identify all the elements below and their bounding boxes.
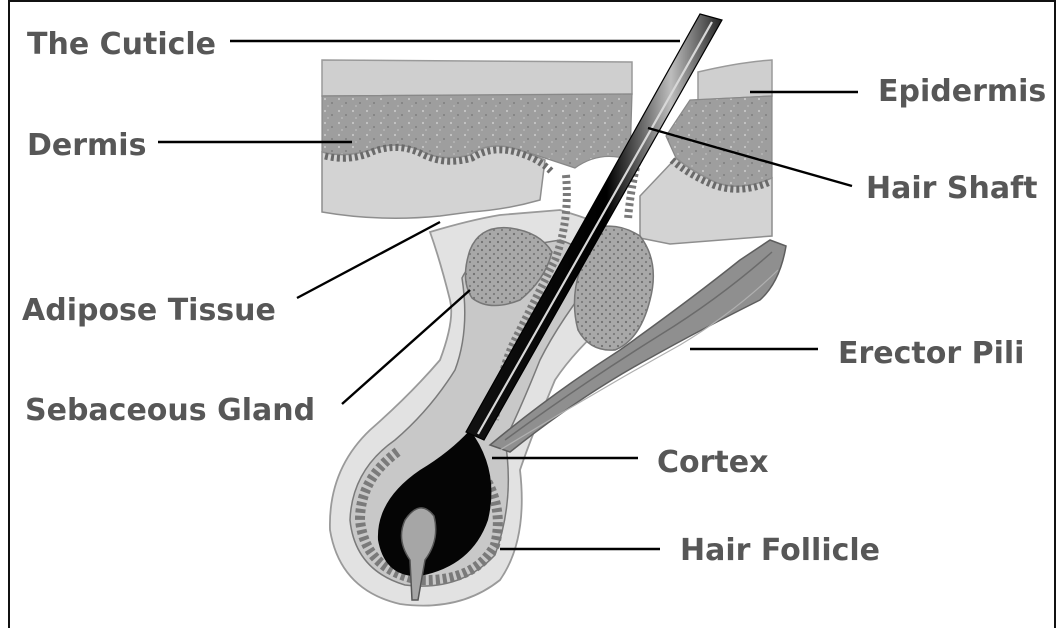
- label-hair-follicle: Hair Follicle: [680, 533, 880, 568]
- label-dermis: Dermis: [27, 128, 146, 163]
- epidermis-left: [322, 60, 632, 96]
- label-hair-shaft: Hair Shaft: [866, 171, 1037, 206]
- label-cortex: Cortex: [657, 445, 768, 480]
- label-adipose-tissue: Adipose Tissue: [22, 293, 276, 328]
- label-epidermis: Epidermis: [878, 74, 1046, 109]
- label-the-cuticle: The Cuticle: [27, 27, 216, 62]
- label-sebaceous-gland: Sebaceous Gland: [25, 393, 315, 428]
- label-erector-pili: Erector Pili: [838, 336, 1024, 371]
